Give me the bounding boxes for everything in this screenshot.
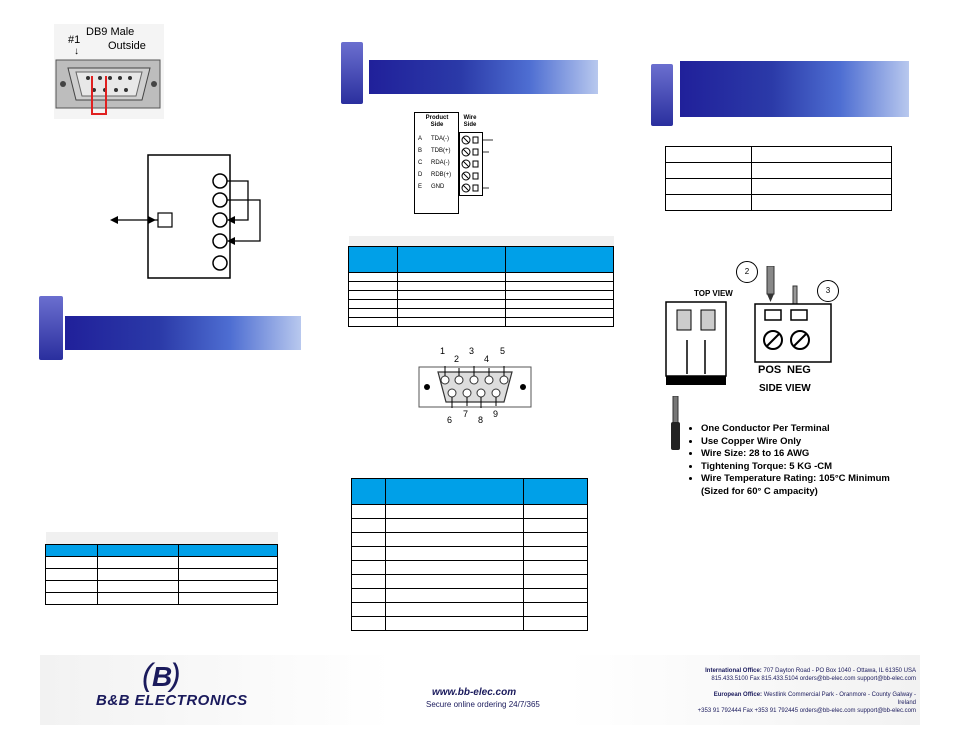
db9-pinout-diagram: 1 2 3 4 5 6 7 8 9 (418, 346, 532, 426)
svg-text:B: B (152, 661, 172, 692)
spec-item: Use Copper Wire Only (701, 436, 911, 449)
section-header-bar-middle (369, 60, 598, 94)
wire-specs-list: One Conductor Per Terminal Use Copper Wi… (687, 423, 911, 498)
pin-number-5: 5 (500, 346, 506, 356)
pin-number-7: 7 (463, 409, 469, 419)
db9-pin-label: #1 (68, 34, 81, 46)
eu-office-line1: European Office: Westlink Commercial Par… (713, 692, 916, 706)
spec-item: Wire Size: 28 to 16 AWG (701, 448, 911, 461)
footer-band (40, 655, 920, 725)
terminal-signal-b: TDB(+) (431, 148, 451, 154)
neg-label: NEG (787, 364, 811, 376)
callout-2: 2 (736, 261, 758, 283)
terminal-signal-c: RDA(-) (431, 160, 450, 166)
spec-item: Tightening Torque: 5 KG -CM (701, 461, 911, 474)
product-side-label: Product Side (425, 115, 449, 128)
pin-number-9: 9 (493, 409, 499, 419)
spec-item: Wire Temperature Rating: 105°C Minimum (701, 473, 911, 486)
terminal-row-b: B (418, 148, 423, 154)
loopback-diagram (110, 154, 261, 279)
wiring-figure: 2 3 TOP VIEW POS NEG SIDE VIEW One Condu… (663, 256, 903, 506)
wire-side-label: Wire Side (463, 115, 477, 128)
db9-face-icon (418, 366, 532, 408)
arrow-down-icon: ↓ (74, 46, 79, 57)
website-tagline: Secure online ordering 24/7/365 (426, 700, 540, 709)
terminal-row-d: D (418, 172, 423, 178)
intl-office: International Office: 707 Dayton Road - … (696, 667, 916, 683)
pin-number-6: 6 (447, 415, 453, 425)
terminal-row-e: E (418, 184, 423, 190)
eu-office-line2: +353 91 792444 Fax +353 91 792445 orders… (697, 708, 916, 714)
left-table (45, 532, 278, 605)
terminal-row-a: A (418, 136, 423, 142)
brand-name: B&B ELECTRONICS (96, 692, 248, 709)
terminal-screws-icon (461, 135, 493, 193)
top-view-label: TOP VIEW (694, 289, 733, 298)
eu-office: European Office: Westlink Commercial Par… (696, 691, 916, 715)
middle-table-bottom (351, 478, 588, 631)
section-header-tab-middle (341, 42, 363, 104)
db9-label-line2: Outside (108, 40, 146, 52)
terminal-side-view-icon (754, 266, 832, 363)
pos-label: POS (758, 364, 782, 376)
svg-text:): ) (166, 658, 181, 692)
section-header-bar-left (65, 316, 301, 350)
terminal-top-view-icon (665, 301, 727, 385)
intl-office-line2: 815.433.5100 Fax 815.433.5104 orders@bb-… (711, 676, 916, 682)
svg-text:(: ( (142, 658, 156, 692)
db9-connector-icon (55, 59, 161, 115)
middle-table-top (348, 236, 614, 327)
pin-number-8: 8 (478, 415, 484, 425)
terminal-signal-a: TDA(-) (431, 136, 449, 142)
pin-number-4: 4 (484, 354, 490, 364)
website-url: www.bb-elec.com (432, 687, 517, 698)
spec-item: One Conductor Per Terminal (701, 423, 911, 436)
section-header-tab-right (651, 64, 673, 126)
terminal-row-c: C (418, 160, 423, 166)
section-header-bar-right (680, 61, 909, 117)
terminal-signal-e: GND (431, 184, 445, 190)
intl-office-line1: International Office: 707 Dayton Road - … (705, 668, 916, 674)
screwdriver-icon (671, 396, 680, 450)
callout-3: 3 (817, 280, 839, 302)
side-view-label: SIDE VIEW (759, 383, 811, 394)
pin-number-1: 1 (440, 346, 446, 356)
db9-label-line1: DB9 Male (86, 26, 135, 38)
bb-logo-icon: ( B ) (142, 658, 181, 692)
right-table (665, 146, 892, 211)
pin-number-3: 3 (469, 346, 475, 356)
pin-number-2: 2 (454, 354, 460, 364)
terminal-block-diagram: Product Side Wire Side A TDA(-) B TDB(+)… (414, 112, 500, 214)
db9-photo: #1 DB9 Male Outside ↓ (54, 24, 164, 119)
section-header-tab-left (39, 296, 63, 360)
terminal-signal-d: RDB(+) (431, 172, 452, 178)
spec-item: (Sized for 60° C ampacity) (701, 485, 818, 497)
